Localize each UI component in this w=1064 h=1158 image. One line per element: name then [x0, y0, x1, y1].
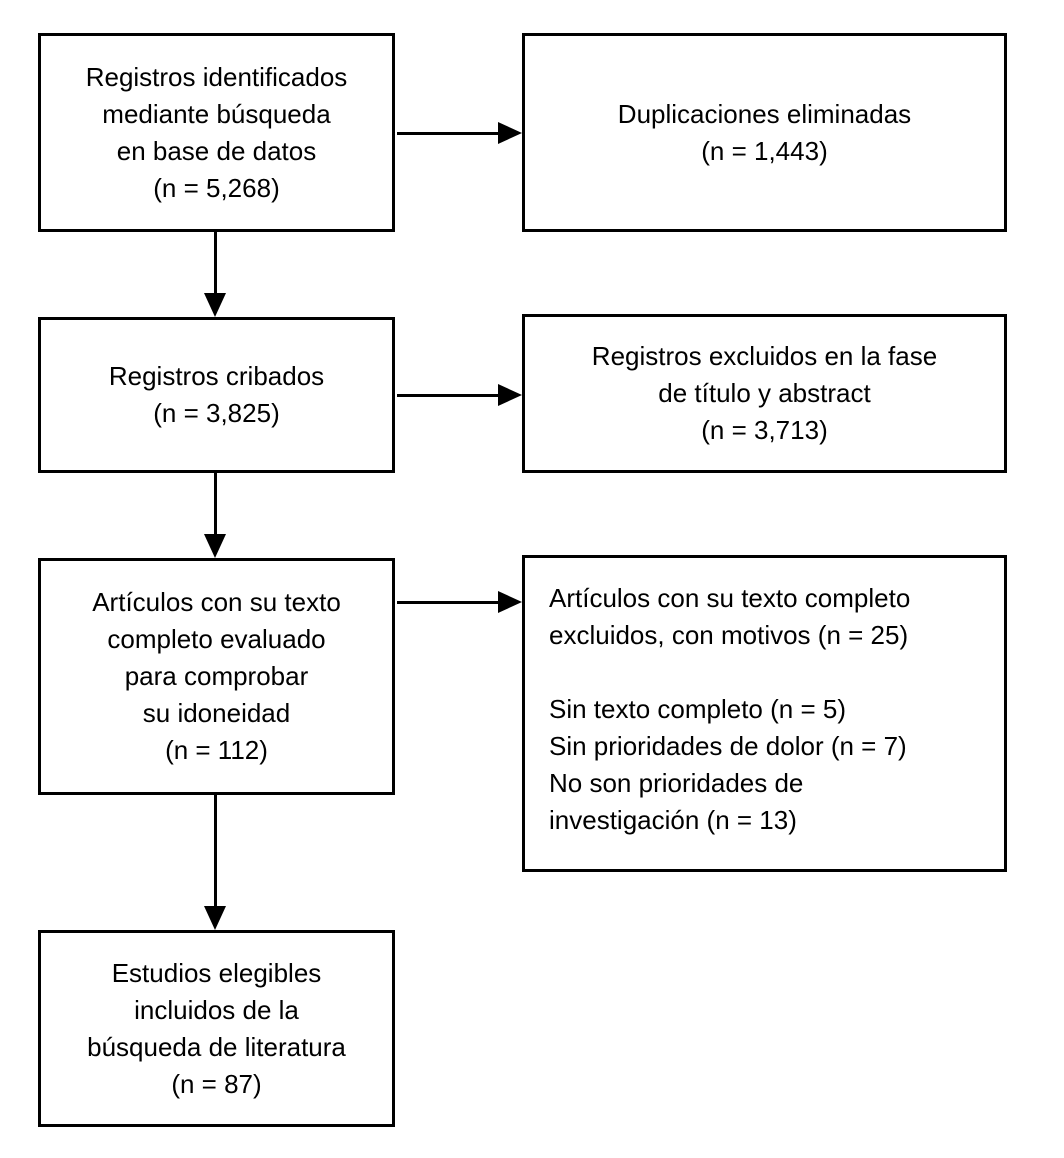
arrow-identified-to-screened-head-icon [204, 293, 226, 317]
box-records-identified: Registros identificados mediante búsqued… [38, 33, 395, 232]
arrow-screened-to-excluded-shaft [397, 394, 500, 397]
arrow-fulltext-to-included-shaft [214, 795, 217, 908]
box-records-screened: Registros cribados (n = 3,825) [38, 317, 395, 473]
arrow-identified-to-duplicates-shaft [397, 132, 500, 135]
arrow-fulltext-to-excluded-shaft [397, 601, 500, 604]
box-fulltext-excluded-reasons: Artículos con su texto completo excluido… [522, 555, 1007, 872]
arrow-identified-to-screened-shaft [214, 232, 217, 296]
arrow-screened-to-fulltext-shaft [214, 473, 217, 537]
box-records-excluded-title-abstract: Registros excluidos en la fase de título… [522, 314, 1007, 473]
arrow-screened-to-excluded-head-icon [498, 384, 522, 406]
arrow-fulltext-to-included-head-icon [204, 906, 226, 930]
box-studies-included: Estudios elegibles incluidos de la búsqu… [38, 930, 395, 1127]
arrow-screened-to-fulltext-head-icon [204, 534, 226, 558]
box-fulltext-assessed: Artículos con su texto completo evaluado… [38, 558, 395, 795]
arrow-identified-to-duplicates-head-icon [498, 122, 522, 144]
arrow-fulltext-to-excluded-head-icon [498, 591, 522, 613]
box-duplicates-removed: Duplicaciones eliminadas (n = 1,443) [522, 33, 1007, 232]
